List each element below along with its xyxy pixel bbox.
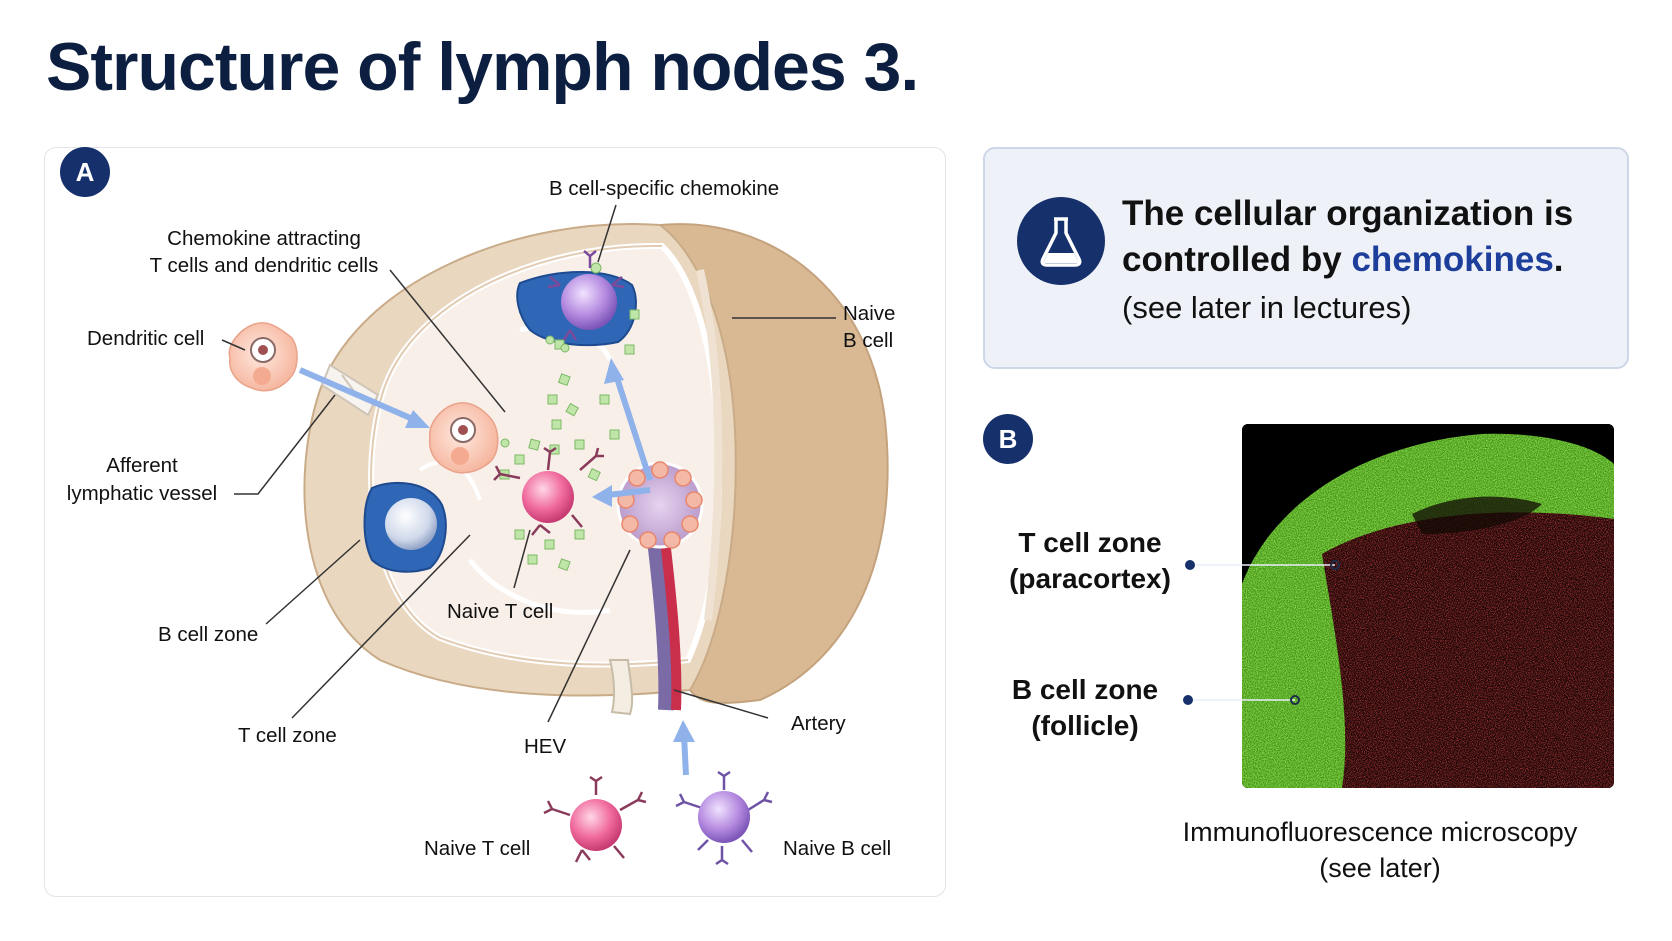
label-b-cell-chemokine: B cell-specific chemokine <box>549 177 779 200</box>
caption-line-1: Immunofluorescence microscopy <box>1182 817 1578 847</box>
label-naive-t-cell-center: Naive T cell <box>447 600 553 623</box>
info-line-2-pre: controlled by <box>1122 240 1352 279</box>
label-b-cell-zone: B cell zone <box>158 623 258 646</box>
panel-a-badge: A <box>60 147 110 197</box>
microscopy-caption: Immunofluorescence microscopy (see later… <box>1130 814 1630 886</box>
label-afferent-2: lymphatic vessel <box>67 482 217 505</box>
info-note: (see later in lectures) <box>1122 290 1412 325</box>
immunofluorescence-image <box>1242 424 1614 788</box>
label-b-cell-zone-b: B cell zone (follicle) <box>995 672 1175 744</box>
info-highlight-chemokines: chemokines <box>1351 240 1554 279</box>
label-chemokine-attracting-1: Chemokine attracting <box>167 227 361 250</box>
b-cell-follicle-left <box>363 481 447 573</box>
label-artery: Artery <box>791 712 846 735</box>
caption-line-2: (see later) <box>1319 853 1441 883</box>
naive-b-cell-in-follicle <box>547 250 625 341</box>
label-naive-b-cell-top-2: B cell <box>843 329 893 352</box>
b-zone-line-1: B cell zone <box>1011 674 1159 705</box>
migration-arrows <box>298 358 695 776</box>
leader-lines <box>221 204 836 723</box>
label-t-cell-zone: T cell zone <box>238 724 337 747</box>
naive-b-cell-bottom <box>675 770 773 866</box>
page-title: Structure of lymph nodes 3. <box>46 29 919 105</box>
dendritic-cell-inside <box>428 402 499 474</box>
info-text: The cellular organization is controlled … <box>1122 191 1612 331</box>
label-naive-b-cell-top-1: Naive <box>843 302 895 325</box>
flask-icon <box>1017 197 1105 285</box>
dendritic-cell-outside <box>228 322 298 392</box>
naive-t-cell-center <box>493 446 604 536</box>
t-zone-line-2: (paracortex) <box>1009 563 1171 594</box>
label-t-cell-zone-b: T cell zone (paracortex) <box>1000 525 1180 597</box>
label-hev: HEV <box>524 735 566 758</box>
label-dendritic-cell: Dendritic cell <box>87 327 204 350</box>
t-zone-line-1: T cell zone <box>1018 527 1162 558</box>
panel-b-badge: B <box>983 414 1033 464</box>
label-naive-b-cell-bottom: Naive B cell <box>783 837 891 860</box>
label-chemokine-attracting-2: T cells and dendritic cells <box>150 254 379 277</box>
label-afferent-1: Afferent <box>106 454 178 477</box>
info-line-1: The cellular organization is <box>1122 194 1574 233</box>
naive-t-cell-bottom <box>543 775 647 863</box>
b-zone-line-2: (follicle) <box>1031 710 1139 741</box>
hev-vessel <box>608 461 704 716</box>
label-naive-t-cell-bottom: Naive T cell <box>424 837 530 860</box>
info-line-2-post: . <box>1553 240 1564 279</box>
